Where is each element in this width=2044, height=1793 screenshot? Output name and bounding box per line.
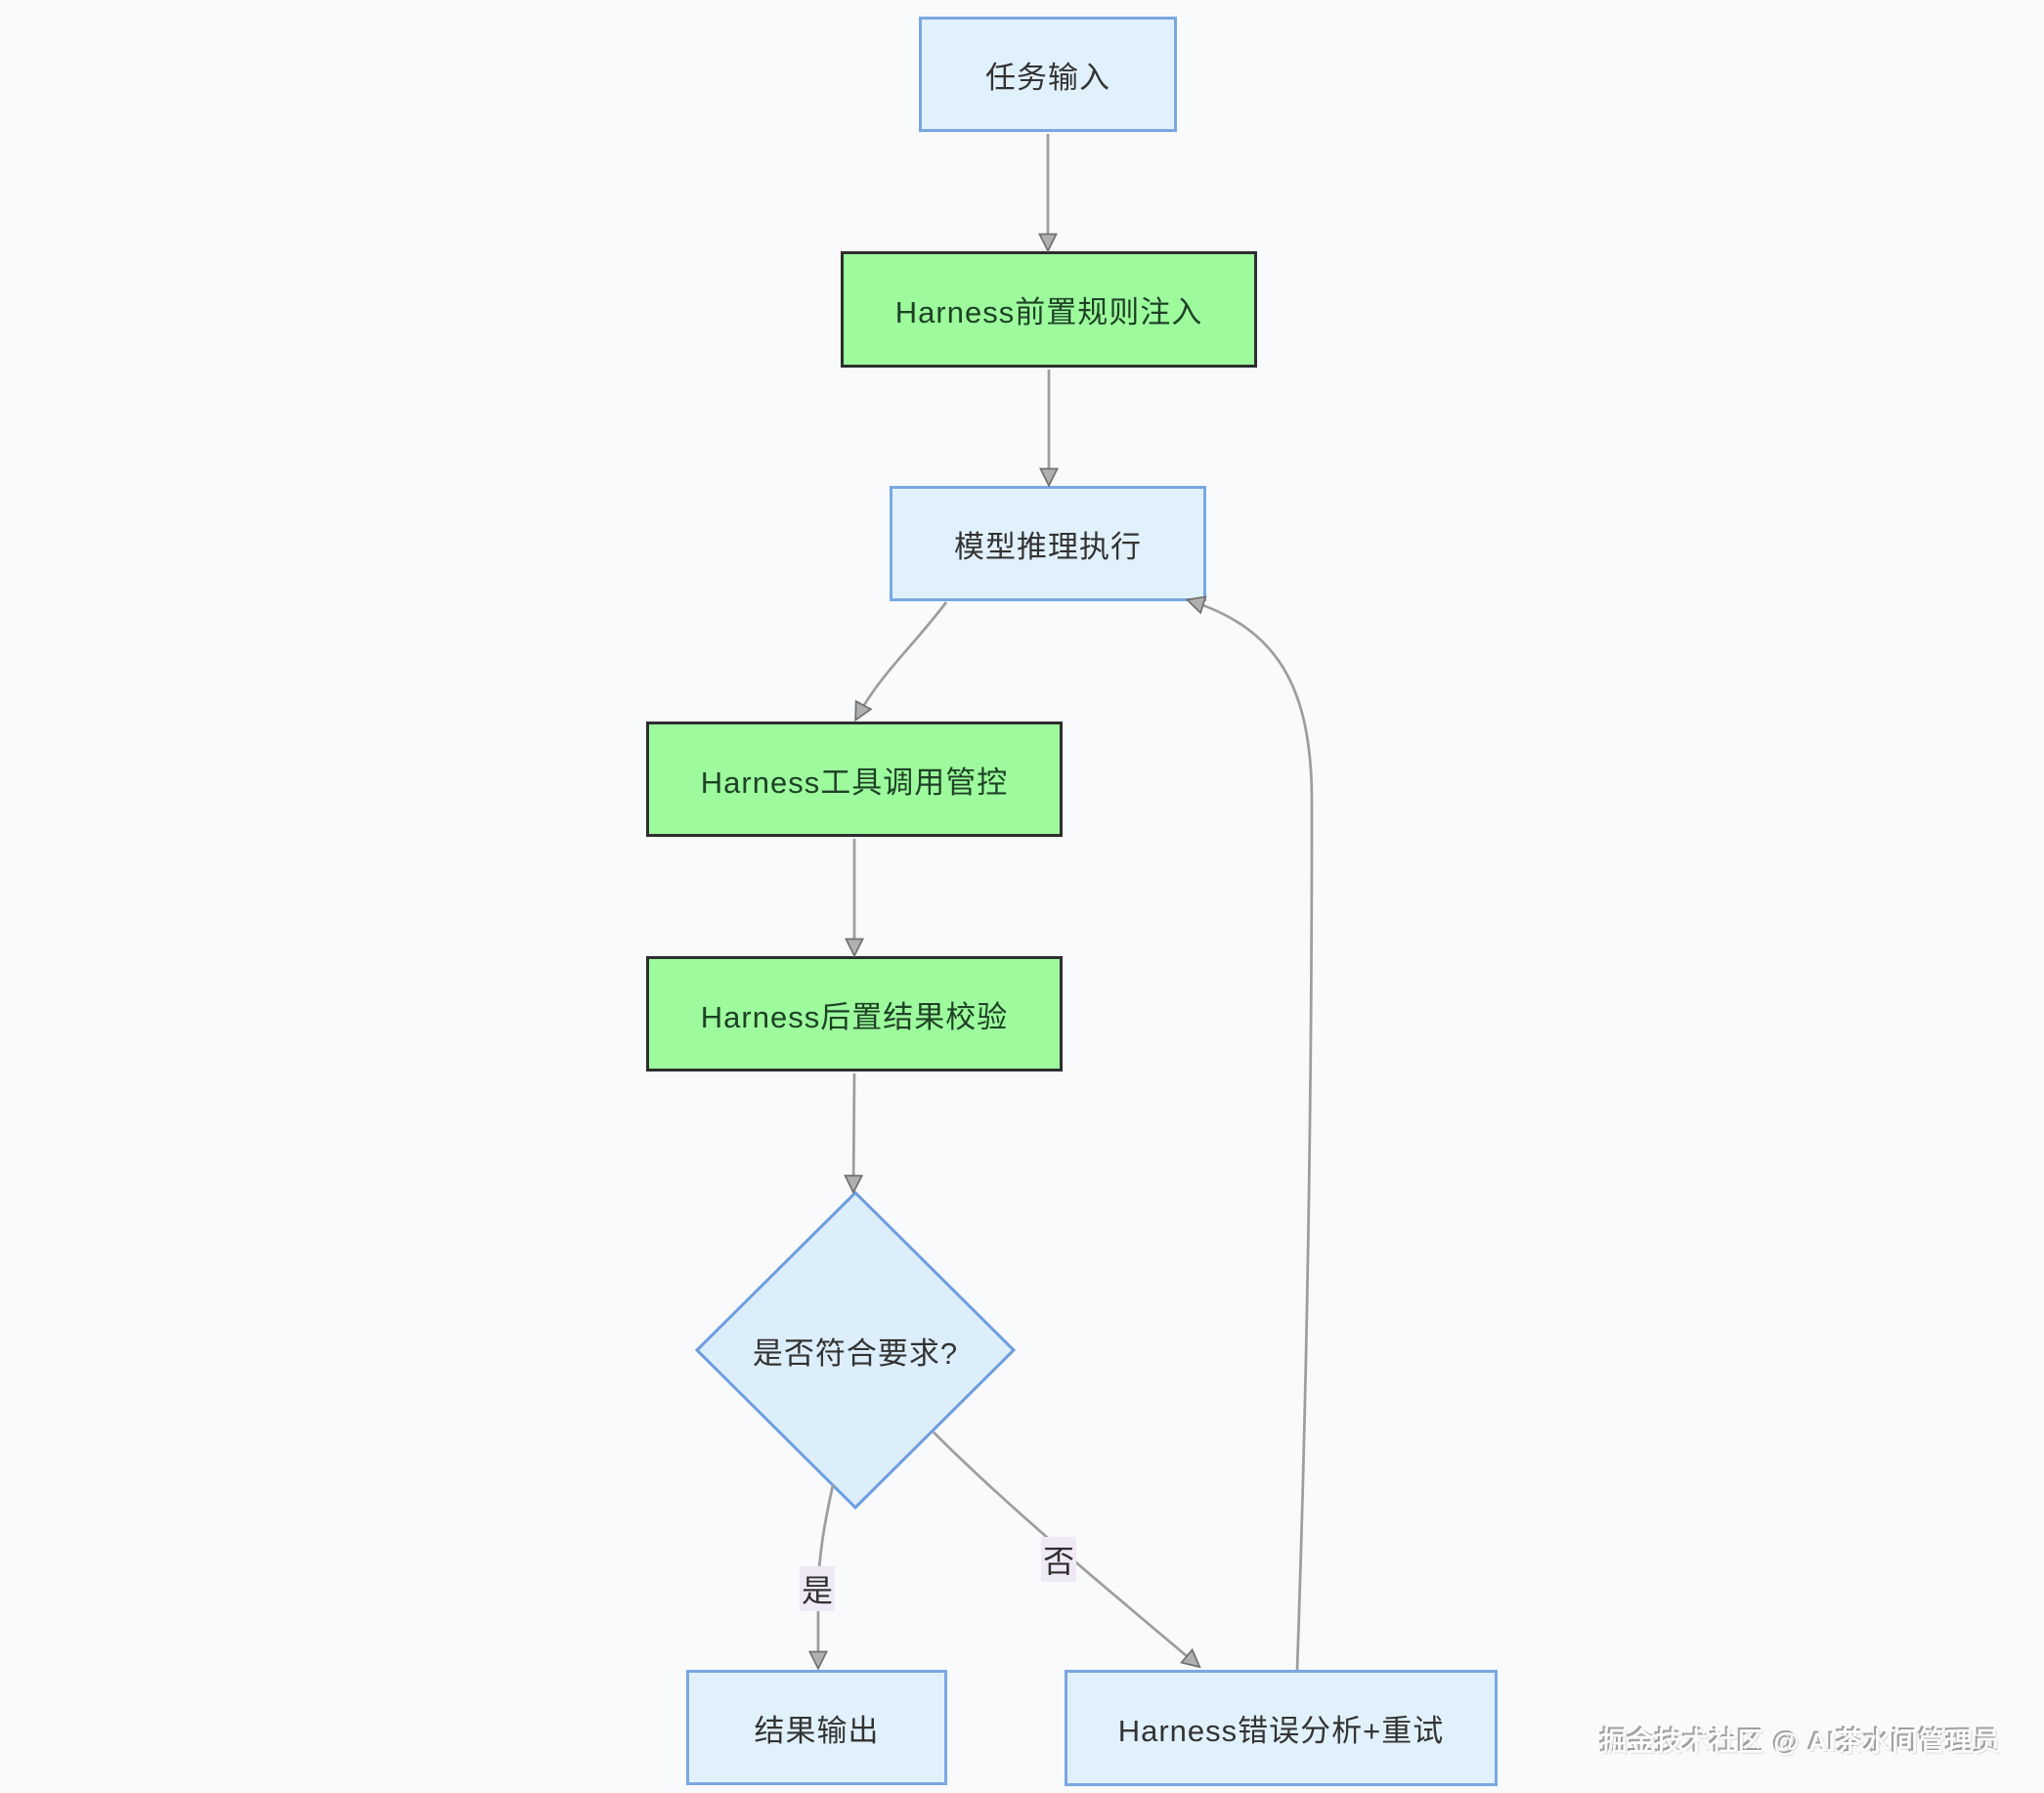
node-decision-label-box: 是否符合要求?	[728, 1320, 982, 1380]
node-result-output-label: 结果输出	[754, 1713, 880, 1748]
node-error-retry: Harness错误分析+重试	[1065, 1670, 1498, 1786]
node-model-exec: 模型推理执行	[890, 486, 1206, 601]
edge-label-no-text: 否	[1042, 1544, 1074, 1579]
node-result-output: 结果输出	[686, 1670, 947, 1785]
edge-label-no: 否	[1041, 1537, 1076, 1582]
watermark-text: 掘金技术社区 @ AI茶水间管理员	[1600, 1727, 2001, 1757]
edge-label-yes: 是	[800, 1566, 835, 1611]
edge-label-yes-text: 是	[801, 1573, 833, 1608]
node-pre-rule-label: Harness前置规则注入	[894, 295, 1203, 329]
node-post-check: Harness后置结果校验	[646, 956, 1063, 1071]
node-tool-control: Harness工具调用管控	[646, 722, 1063, 837]
node-pre-rule: Harness前置规则注入	[841, 251, 1257, 368]
node-error-retry-label: Harness错误分析+重试	[1117, 1714, 1445, 1748]
node-task-input: 任务输入	[919, 17, 1177, 132]
node-tool-control-label: Harness工具调用管控	[700, 765, 1009, 800]
node-task-input-label: 任务输入	[985, 60, 1110, 95]
decision-diamond-shape	[694, 1190, 1017, 1510]
node-model-exec-label: 模型推理执行	[954, 529, 1142, 564]
node-decision-label: 是否符合要求?	[752, 1335, 959, 1371]
node-post-check-label: Harness后置结果校验	[700, 999, 1009, 1034]
